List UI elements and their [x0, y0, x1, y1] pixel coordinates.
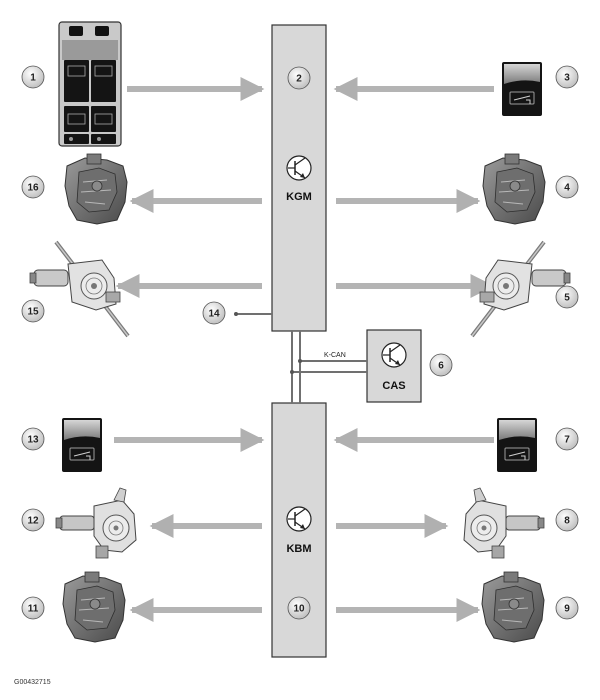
figure-reference: G00432715 [14, 679, 51, 686]
callout-1-text: 1 [30, 73, 36, 84]
callout-3-text: 3 [564, 73, 570, 84]
window-motor-icon [64, 153, 128, 225]
callout-14: 14 [202, 301, 226, 325]
window-switch-icon [496, 417, 538, 473]
window-motor-icon [482, 153, 546, 225]
signal-arrows [114, 77, 495, 622]
callout-16-text: 16 [27, 183, 39, 194]
window-motor-icon [62, 571, 126, 643]
callout-2-text: 2 [296, 74, 302, 85]
bus-wiring [291, 331, 367, 403]
transistor-icon [381, 342, 407, 368]
callout-12: 12 [21, 508, 45, 532]
callout-15: 15 [21, 299, 45, 323]
bus-node [290, 370, 294, 374]
callout-7-text: 7 [564, 435, 570, 446]
callout-10-text: 10 [293, 604, 305, 615]
callout-3: 3 [555, 65, 579, 89]
transistor-icon [286, 155, 312, 181]
callout-6: 6 [429, 353, 453, 377]
callout-5: 5 [555, 285, 579, 309]
callout-2: 2 [287, 66, 311, 90]
callout-8: 8 [555, 508, 579, 532]
callout-10: 10 [287, 596, 311, 620]
callout-7: 7 [555, 427, 579, 451]
window-regulator-icon [470, 240, 572, 338]
cas-label: CAS [382, 380, 405, 392]
callout-6-text: 6 [438, 361, 444, 372]
callout-15-text: 15 [27, 307, 39, 318]
callout-4-text: 4 [564, 183, 570, 194]
transistor-icon [286, 506, 312, 532]
callout-16: 16 [21, 175, 45, 199]
callout-1: 1 [21, 65, 45, 89]
window-motor-icon [481, 571, 545, 643]
callout-13: 13 [21, 427, 45, 451]
kcan-label: K-CAN [324, 352, 346, 359]
callout-9: 9 [555, 596, 579, 620]
kbm-label: KBM [286, 543, 311, 555]
window-switch-block-icon [58, 21, 122, 147]
cas-module: CAS [366, 329, 422, 403]
window-regulator-icon [463, 487, 545, 559]
window-regulator-icon [28, 240, 130, 338]
window-switch-icon [501, 61, 543, 117]
callout-14-text: 14 [208, 309, 220, 320]
callout-9-text: 9 [564, 604, 570, 615]
callout-8-text: 8 [564, 516, 570, 527]
bus-node [298, 359, 302, 363]
window-regulator-icon [55, 487, 137, 559]
callout-11: 11 [21, 596, 45, 620]
callout-4: 4 [555, 175, 579, 199]
callout-5-text: 5 [564, 293, 570, 304]
callout-12-text: 12 [27, 516, 39, 527]
wire-node [234, 312, 238, 316]
callout-13-text: 13 [27, 435, 39, 446]
callout-11-text: 11 [28, 604, 39, 615]
window-switch-icon [61, 417, 103, 473]
kgm-label: KGM [286, 191, 312, 203]
